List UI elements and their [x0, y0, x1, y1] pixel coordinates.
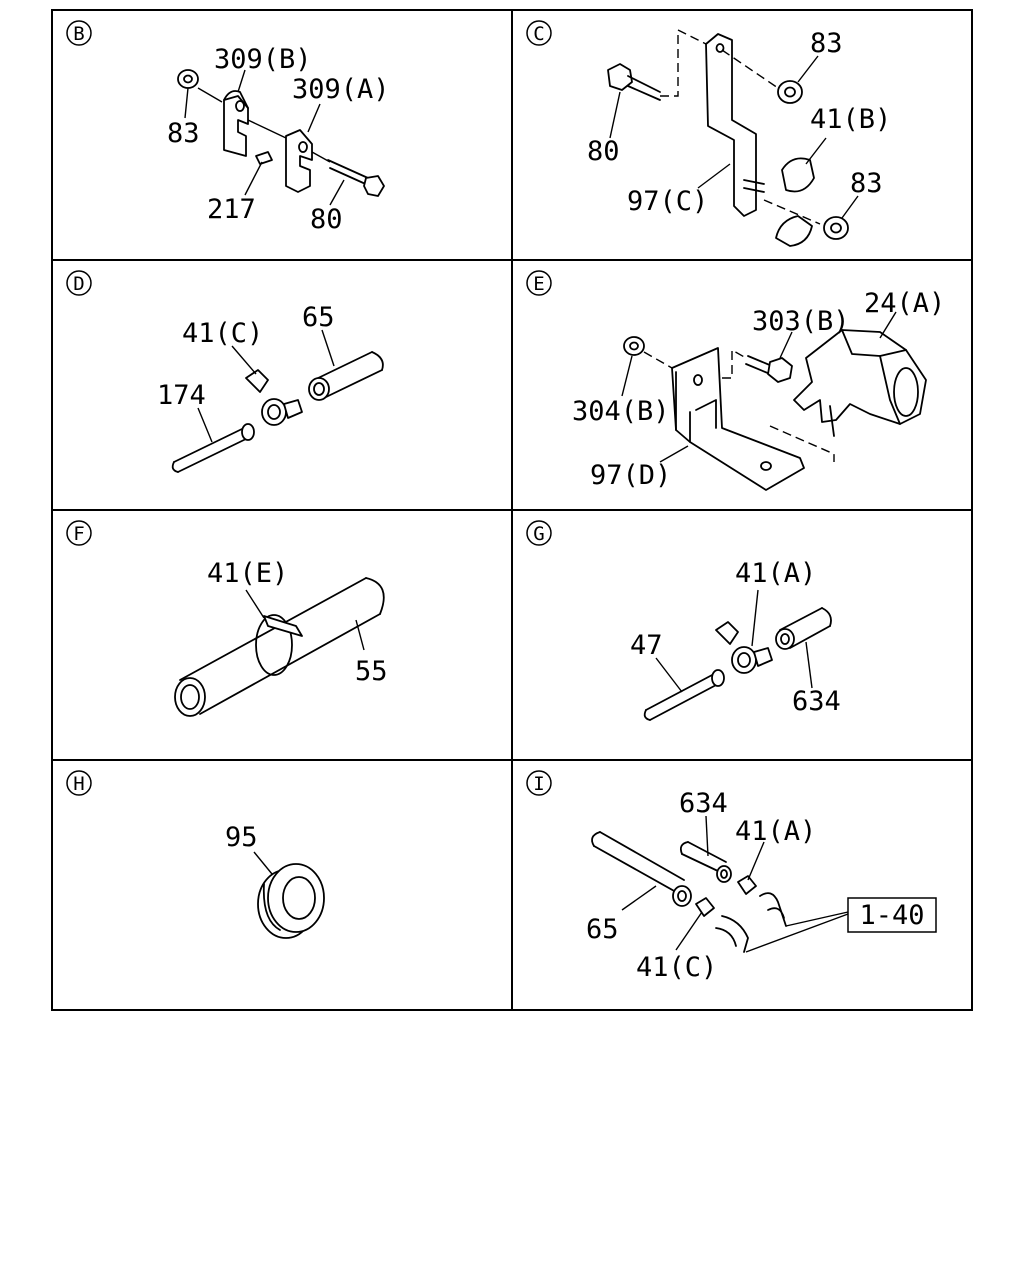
- callout-label: 309(B): [214, 44, 312, 75]
- part-illustration: [591, 831, 787, 953]
- callout-label: 95: [225, 822, 258, 853]
- callout-label: 41(C): [182, 318, 263, 349]
- leader-lines: [245, 589, 365, 651]
- part-illustration: [257, 863, 325, 939]
- callout-label: 41(E): [207, 558, 288, 589]
- leader-lines: [184, 69, 345, 206]
- reference-box-label: 1-40: [859, 900, 924, 931]
- callout-label: 97(C): [627, 186, 708, 217]
- panel-letter: B: [73, 23, 84, 45]
- panel-h: H 95: [66, 770, 325, 939]
- part-illustration: [607, 28, 849, 247]
- leader-lines: [621, 815, 849, 953]
- callout-label: 634: [679, 788, 728, 819]
- panel-letter: F: [73, 523, 84, 545]
- reference-box: [847, 897, 937, 933]
- callout-label: 80: [310, 204, 343, 235]
- callout-label: 83: [167, 118, 200, 149]
- part-illustration: [174, 577, 385, 717]
- callout-label: 304(B): [572, 396, 670, 427]
- callout-label: 83: [810, 28, 843, 59]
- panel-letter-badge: D: [66, 270, 92, 296]
- callout-label: 24(A): [864, 288, 945, 319]
- panel-g: G 41(A) 47 634: [526, 520, 841, 721]
- panel-letter: I: [533, 773, 544, 795]
- panel-letter: C: [533, 23, 544, 45]
- part-illustration: [177, 69, 385, 197]
- part-illustration: [643, 607, 832, 721]
- grid-frame: [51, 9, 973, 1011]
- callout-label: 47: [630, 630, 663, 661]
- panel-b: B: [66, 20, 390, 235]
- callout-label: 65: [302, 302, 335, 333]
- callout-label: 80: [587, 136, 620, 167]
- callout-label: 303(B): [752, 306, 850, 337]
- part-illustration: [171, 351, 384, 473]
- callout-label: 97(D): [590, 460, 671, 491]
- panel-letter-badge: I: [526, 770, 552, 796]
- panel-letter: E: [533, 273, 544, 295]
- callout-label: 634: [792, 686, 841, 717]
- callout-label: 55: [355, 656, 388, 687]
- panel-letter: D: [73, 273, 84, 295]
- panel-i: I: [526, 770, 937, 983]
- callout-label: 174: [157, 380, 206, 411]
- panel-letter-badge: E: [526, 270, 552, 296]
- panel-e: E: [526, 270, 945, 491]
- leader-lines: [655, 589, 813, 693]
- panel-letter-badge: H: [66, 770, 92, 796]
- panel-letter-badge: G: [526, 520, 552, 546]
- leader-lines: [621, 311, 897, 463]
- callout-label: 309(A): [292, 74, 390, 105]
- callout-label: 41(C): [636, 952, 717, 983]
- callout-label: 217: [207, 194, 256, 225]
- leader-lines: [609, 55, 859, 219]
- panel-f: F 41(E) 55: [66, 520, 388, 717]
- callout-label: 41(A): [735, 558, 816, 589]
- panel-letter: G: [533, 523, 544, 545]
- callout-label: 83: [850, 168, 883, 199]
- panel-letter-badge: C: [526, 20, 552, 46]
- callout-label: 41(B): [810, 104, 891, 135]
- panel-letter: H: [73, 773, 84, 795]
- callout-label: 65: [586, 914, 619, 945]
- part-illustration: [623, 329, 927, 491]
- panel-d: D 41(C) 65 174: [66, 270, 384, 473]
- callout-label: 41(A): [735, 816, 816, 847]
- leader-lines: [197, 329, 335, 443]
- panel-letter-badge: B: [66, 20, 92, 46]
- panel-letter-badge: F: [66, 520, 92, 546]
- panel-c: C: [526, 20, 891, 247]
- leader-lines: [253, 851, 273, 875]
